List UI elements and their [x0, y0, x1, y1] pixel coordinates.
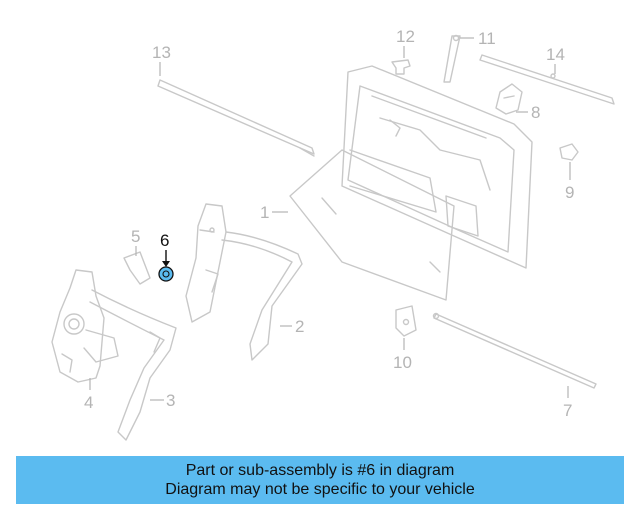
part-2-regulator	[185, 203, 303, 361]
part-8-bracket	[495, 83, 523, 115]
callout-7: 7	[563, 401, 572, 420]
part-1-door-glass	[289, 65, 533, 301]
banner-line-1: Part or sub-assembly is #6 in diagram	[185, 462, 455, 479]
banner-line-2: Diagram may not be specific to your vehi…	[165, 481, 475, 498]
part-10-latch	[395, 305, 417, 337]
part-12-clip	[391, 59, 411, 75]
callout-6: 6	[160, 231, 169, 250]
parts-diagram: 13 12 11 14 8 9 1 5 6 2 10 7 4 3	[51, 27, 615, 441]
part-3-regulator	[89, 289, 177, 441]
part-9-clip	[559, 143, 579, 161]
part-7-rod	[432, 312, 597, 389]
callout-5: 5	[131, 227, 140, 246]
callout-12: 12	[396, 27, 415, 46]
callout-8: 8	[531, 103, 540, 122]
callout-9: 9	[565, 183, 574, 202]
leader-6-arrow	[162, 261, 170, 267]
part-4-motor	[51, 269, 119, 383]
callout-2: 2	[295, 317, 304, 336]
callout-10: 10	[393, 353, 412, 372]
callout-1: 1	[260, 203, 269, 222]
part-11-rod	[443, 34, 461, 83]
callout-13: 13	[152, 43, 171, 62]
part-13-strip	[157, 79, 315, 157]
callout-3: 3	[166, 391, 175, 410]
callout-11: 11	[478, 29, 496, 48]
callout-14: 14	[546, 45, 565, 64]
callout-4: 4	[84, 393, 93, 412]
part-6-grommet	[158, 266, 174, 282]
part-5-clip	[123, 251, 151, 285]
info-banner: Part or sub-assembly is #6 in diagram Di…	[16, 456, 624, 504]
part-14-strip	[479, 54, 615, 105]
